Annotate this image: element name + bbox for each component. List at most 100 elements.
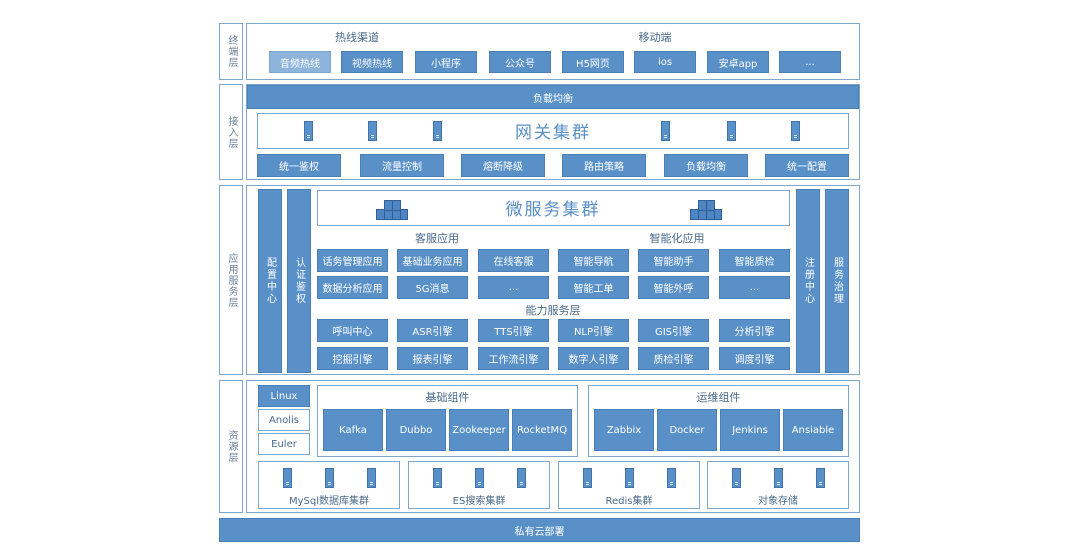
os-linux[interactable]: Linux [258,385,310,407]
app-item[interactable]: 智能外呼 [638,276,709,299]
engine-item[interactable]: 工作流引擎 [478,347,549,370]
server-icon [727,121,736,141]
microservice-cluster: 微服务集群 [317,190,790,226]
server-icon [732,468,741,488]
ops-components-title: 运维组件 [696,391,741,404]
terminal-item[interactable]: 小程序 [415,51,477,73]
app-item[interactable]: ... [719,276,790,299]
group-title-mobile: 移动端 [638,31,672,44]
engine-item[interactable]: GIS引擎 [638,319,709,342]
access-item[interactable]: 统一鉴权 [257,154,341,177]
server-icon [304,121,313,141]
server-icon [583,468,592,488]
smart-app-title: 智能化应用 [649,232,705,245]
server-icon [367,468,376,488]
app-item[interactable]: 在线客服 [478,249,549,272]
app-item[interactable]: 5G消息 [397,276,468,299]
server-icon [816,468,825,488]
app-item[interactable]: ... [478,276,549,299]
basic-components: 基础组件 Kafka Dubbo Zookeeper RocketMQ [317,385,578,457]
component-item[interactable]: Zabbix [594,409,654,451]
cluster-label: 对象存储 [758,496,798,507]
capability-title: 能力服务层 [525,304,581,317]
private-cloud-bar[interactable]: 私有云部署 [219,518,860,542]
load-balance-bar[interactable]: 负载均衡 [247,85,859,109]
engine-item[interactable]: NLP引擎 [558,319,629,342]
terminal-item[interactable]: 安卓app [707,51,769,73]
engine-item[interactable]: 调度引擎 [719,347,790,370]
terminal-item[interactable]: H5网页 [562,51,624,73]
server-icon [517,468,526,488]
server-icon [774,468,783,488]
cluster-label: Redis集群 [605,496,653,507]
server-icon [667,468,676,488]
access-item[interactable]: 路由策略 [562,154,646,177]
app-item[interactable]: 智能质检 [719,249,790,272]
gateway-title: 网关集群 [515,123,591,143]
component-item[interactable]: RocketMQ [512,409,572,451]
server-icon [791,121,800,141]
server-icon [325,468,334,488]
server-icon [625,468,634,488]
es-cluster[interactable]: ES搜索集群 [408,461,550,509]
component-item[interactable]: Zookeeper [449,409,509,451]
app-item[interactable]: 智能助手 [638,249,709,272]
access-item[interactable]: 流量控制 [360,154,444,177]
ops-components: 运维组件 Zabbix Docker Jenkins Ansiable [588,385,849,457]
cluster-label: MySql数据库集群 [288,496,370,507]
redis-cluster[interactable]: Redis集群 [558,461,700,509]
component-item[interactable]: Docker [657,409,717,451]
app-item[interactable]: 基础业务应用 [397,249,468,272]
app-item[interactable]: 数据分析应用 [317,276,388,299]
os-euler[interactable]: Euler [258,433,310,455]
access-item[interactable]: 负载均衡 [664,154,748,177]
engine-item[interactable]: 分析引擎 [719,319,790,342]
config-center[interactable]: 配置中心 [258,189,282,373]
basic-components-title: 基础组件 [425,391,470,404]
layer-label-terminal: 终端层 [219,23,243,80]
engine-item[interactable]: 数字人引擎 [558,347,629,370]
app-item[interactable]: 智能工单 [558,276,629,299]
engine-item[interactable]: ASR引擎 [397,319,468,342]
engine-item[interactable]: 挖掘引擎 [317,347,388,370]
mysql-cluster[interactable]: MySql数据库集群 [258,461,400,509]
os-anolis[interactable]: Anolis [258,409,310,431]
app-item[interactable]: 智能导航 [558,249,629,272]
access-item[interactable]: 熔断降级 [461,154,545,177]
cs-app-title: 客服应用 [415,232,459,245]
engine-item[interactable]: TTS引擎 [478,319,549,342]
terminal-layer: 热线渠道 移动端 音频热线 视频热线 小程序 公众号 H5网页 ios 安卓ap… [246,23,860,80]
auth-center[interactable]: 认证鉴权 [287,189,311,373]
microservice-title: 微服务集群 [505,200,601,220]
app-item[interactable]: 话务管理应用 [317,249,388,272]
terminal-item[interactable]: ios [634,51,696,73]
object-storage[interactable]: 对象存储 [707,461,849,509]
cluster-label: ES搜索集群 [452,496,506,507]
app-layer: 配置中心 认证鉴权 注册中心 服务治理 微服务集群 客服应用 智能化应用 话务管… [246,185,860,375]
component-item[interactable]: Kafka [323,409,383,451]
layer-label-resource: 资源层 [219,380,243,513]
cluster-icon [690,198,722,220]
component-item[interactable]: Jenkins [720,409,780,451]
layer-label-app: 应用服务层 [219,185,243,375]
terminal-item[interactable]: 音频热线 [269,51,331,73]
engine-item[interactable]: 质检引擎 [638,347,709,370]
access-layer: 负载均衡 网关集群 统一鉴权 流量控制 熔断降级 路由策略 负载均衡 统一配置 [246,84,860,180]
cluster-icon [376,198,408,220]
server-icon [661,121,670,141]
access-item[interactable]: 统一配置 [765,154,849,177]
resource-layer: Linux Anolis Euler 基础组件 Kafka Dubbo Zook… [246,380,860,513]
terminal-item[interactable]: 公众号 [489,51,551,73]
service-governance[interactable]: 服务治理 [825,189,849,373]
server-icon [433,121,442,141]
gateway-cluster: 网关集群 [257,113,849,149]
registry-center[interactable]: 注册中心 [796,189,820,373]
engine-item[interactable]: 报表引擎 [397,347,468,370]
engine-item[interactable]: 呼叫中心 [317,319,388,342]
server-icon [433,468,442,488]
group-title-hotline: 热线渠道 [335,31,379,44]
terminal-item[interactable]: 视频热线 [341,51,403,73]
terminal-item[interactable]: ... [779,51,841,73]
component-item[interactable]: Dubbo [386,409,446,451]
component-item[interactable]: Ansiable [783,409,843,451]
